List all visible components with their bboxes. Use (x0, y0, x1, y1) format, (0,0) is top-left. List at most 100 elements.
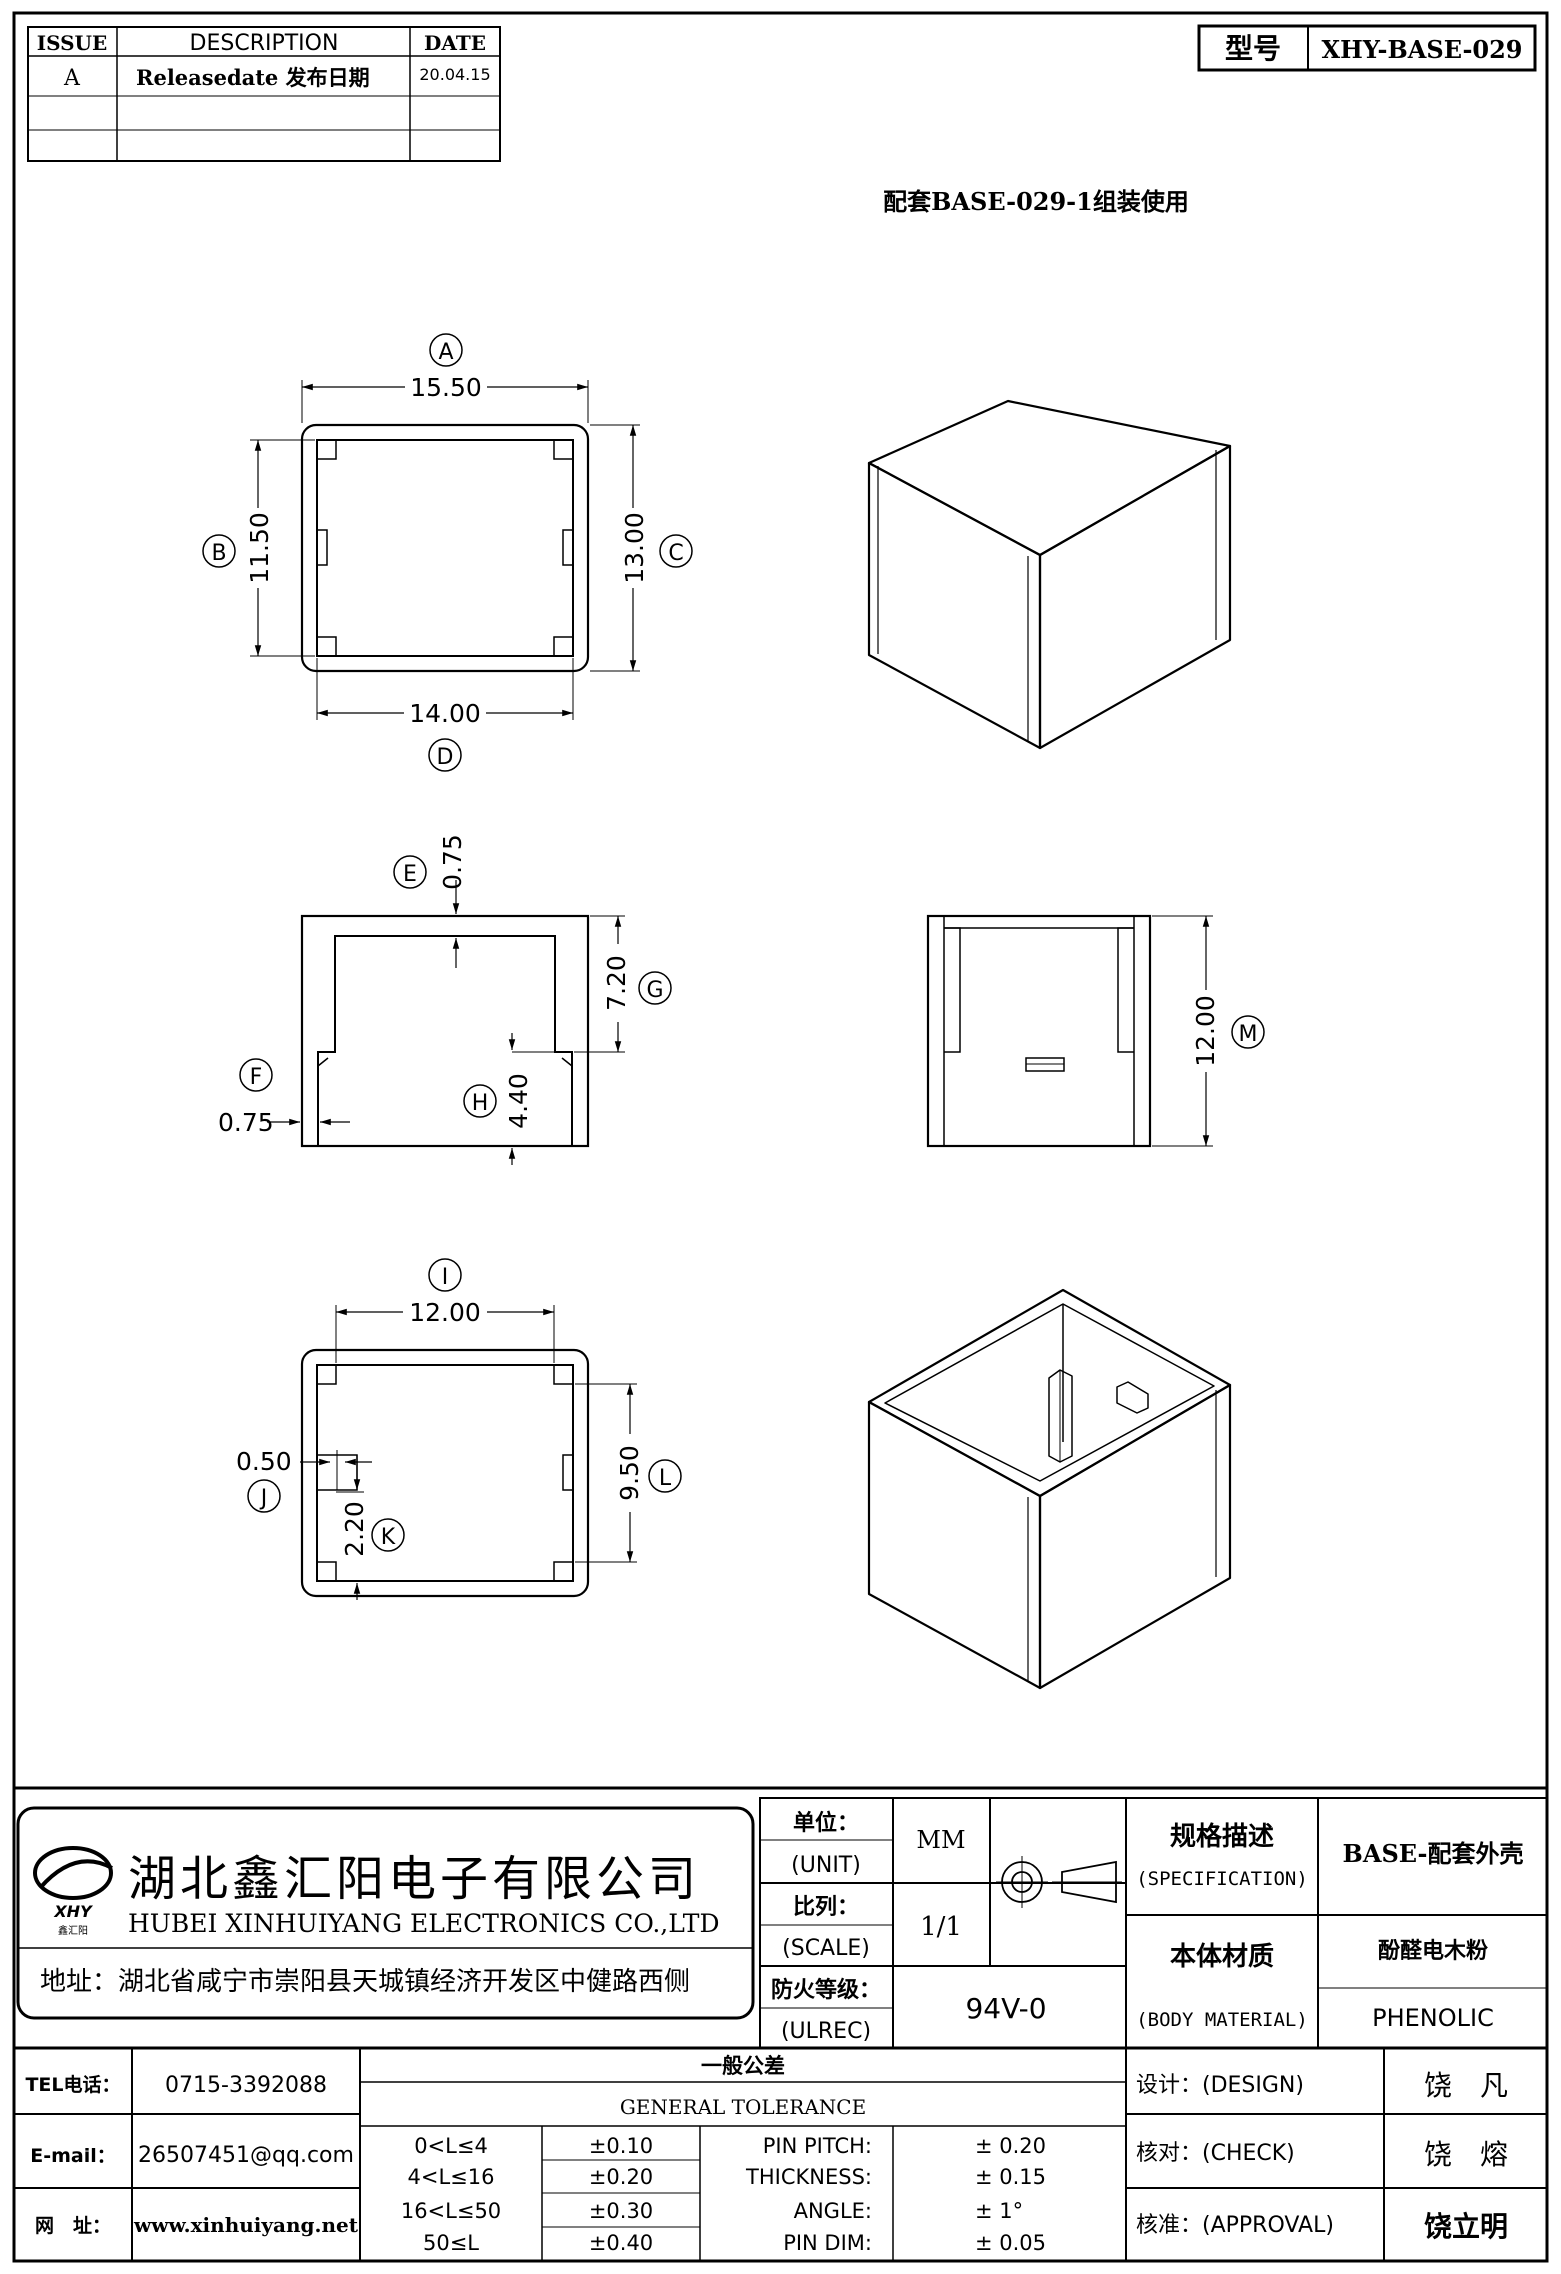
tol-range-row: 16<L≤50 (401, 2199, 501, 2223)
web-value: www.xinhuiyang.net (133, 2213, 359, 2237)
approval-name: 饶立明 (1424, 2210, 1508, 2243)
company-address: 地址：湖北省咸宁市崇阳县天城镇经济开发区中健路西侧 (40, 1967, 690, 1997)
balloon-j (247, 1479, 281, 1513)
balloon-e (393, 855, 427, 889)
email-label: E-mail： (30, 2145, 116, 2167)
svg-text:I: I (442, 1265, 449, 1290)
model-box: 型号 XHY-BASE-029 (1197, 24, 1537, 72)
tol-value-row: ±0.20 (589, 2165, 653, 2189)
tol-value-row: ±0.30 (589, 2199, 653, 2223)
isometric-view-closed (867, 399, 1232, 750)
dim-b-value: 11.50 (245, 512, 274, 584)
tol-range-row: 50≤L (423, 2231, 479, 2255)
svg-text:F: F (250, 1065, 263, 1090)
company-name-en: HUBEI XINHUIYANG ELECTRONICS CO.,LTD (128, 1909, 720, 1938)
tolerance-title-en: GENERAL TOLERANCE (620, 2095, 866, 2119)
company-logo: XHY 鑫汇阳 (33, 1846, 113, 1937)
material-value-cn: 酚醛电木粉 (1378, 1939, 1488, 1964)
sheet-border (12, 11, 1549, 2263)
date-header: DATE (424, 31, 486, 55)
dim-c-value: 13.00 (620, 512, 649, 584)
tol-value-row: ±0.40 (589, 2231, 653, 2255)
tol-spec-name: PIN PITCH: (763, 2134, 872, 2158)
tol-spec-value: ± 0.15 (975, 2165, 1046, 2189)
svg-text:B: B (211, 541, 226, 566)
svg-text:A: A (438, 340, 453, 365)
side-view: 12.00 M (926, 914, 1265, 1148)
ul-value: 94V-0 (965, 1992, 1046, 2025)
tol-spec-value: ± 0.20 (975, 2134, 1046, 2158)
balloon-d (428, 738, 462, 772)
tol-spec-name: PIN DIM: (783, 2231, 872, 2255)
check-label: 核对：(CHECK) (1136, 2141, 1295, 2166)
design-label: 设计：(DESIGN) (1136, 2073, 1304, 2098)
svg-text:K: K (381, 1525, 396, 1550)
unit-value: MM (916, 1826, 965, 1854)
tel-label: TEL电话： (25, 2073, 120, 2096)
model-label: 型号 (1225, 32, 1281, 65)
svg-text:J: J (259, 1486, 268, 1511)
tel-value: 0715-3392088 (165, 2073, 327, 2098)
dim-a-value: 15.50 (410, 373, 482, 402)
dim-k-value: 2.20 (340, 1501, 369, 1557)
svg-text:XHY: XHY (53, 1902, 93, 1921)
unit-label-cn: 单位： (793, 1810, 859, 1836)
tol-range-row: 0<L≤4 (414, 2134, 488, 2158)
tol-spec-name: THICKNESS: (745, 2165, 872, 2189)
signoff-block: 设计：(DESIGN) 饶 凡 核对：(CHECK) 饶 熔 核准：(APPRO… (1126, 2048, 1547, 2261)
balloon-i (428, 1258, 462, 1292)
unit-label-en: (UNIT) (791, 1853, 861, 1878)
check-name: 饶 熔 (1424, 2138, 1508, 2171)
scale-label-en: (SCALE) (782, 1936, 870, 1961)
tol-spec-value: ± 1° (975, 2199, 1023, 2223)
material-value-en: PHENOLIC (1372, 2004, 1494, 2032)
svg-text:H: H (472, 1091, 489, 1116)
dim-e-value: 0.75 (438, 834, 467, 890)
balloon-k (371, 1518, 405, 1552)
scale-value: 1/1 (920, 1912, 962, 1942)
date-value: 20.04.15 (419, 65, 490, 84)
material-label-en: (BODY MATERIAL) (1136, 2009, 1308, 2031)
tolerance-table: 一般公差 GENERAL TOLERANCE 0<L≤4 4<L≤16 16<L… (360, 2048, 1127, 2261)
contact-block: TEL电话： 0715-3392088 E-mail： 26507451@qq.… (14, 2048, 361, 2261)
tolerance-title-cn: 一般公差 (701, 2054, 785, 2078)
material-label-cn: 本体材质 (1170, 1942, 1274, 1972)
svg-text:G: G (646, 978, 663, 1003)
scale-label-cn: 比列： (793, 1895, 859, 1920)
balloon-c (659, 534, 693, 568)
assembly-note: 配套BASE-029-1组装使用 (883, 187, 1189, 216)
email-value: 26507451@qq.com (138, 2143, 354, 2168)
dim-h-value: 4.40 (504, 1073, 533, 1129)
svg-text:鑫汇阳: 鑫汇阳 (58, 1924, 88, 1937)
approval-label: 核准：(APPROVAL) (1136, 2213, 1334, 2238)
svg-text:L: L (659, 1466, 672, 1491)
spec-label-cn: 规格描述 (1170, 1821, 1274, 1852)
spec-material-block: 规格描述 (SPECIFICATION) BASE-配套外壳 本体材质 (BOD… (1125, 1797, 1548, 2049)
revision-table: ISSUE DESCRIPTION DATE A Releasedate 发布日… (27, 26, 501, 162)
top-view: 15.50 A 11.50 B 13.00 C 14.00 D (202, 333, 693, 772)
isometric-view-open (867, 1288, 1232, 1690)
dim-j-value: 0.50 (236, 1447, 292, 1476)
dim-l-value: 9.50 (615, 1445, 644, 1501)
balloon-a (429, 333, 463, 367)
balloon-h (463, 1084, 497, 1118)
ul-label-cn: 防火等级： (771, 1977, 881, 2003)
balloon-m (1231, 1015, 1265, 1049)
svg-text:E: E (403, 862, 417, 887)
issue-header: ISSUE (37, 31, 108, 55)
projection-symbol (996, 1856, 1122, 1908)
svg-text:D: D (437, 745, 454, 770)
tol-range-row: 4<L≤16 (408, 2165, 495, 2189)
description-header: DESCRIPTION (190, 31, 339, 56)
spec-value: BASE-配套外壳 (1343, 1839, 1524, 1868)
design-name: 饶 凡 (1424, 2069, 1508, 2102)
ul-label-en: (ULREC) (781, 2019, 871, 2044)
dim-i-value: 12.00 (409, 1298, 481, 1327)
balloon-l (648, 1459, 682, 1493)
dim-g-value: 7.20 (602, 955, 631, 1011)
model-number: XHY-BASE-029 (1321, 35, 1522, 64)
front-view: 0.75 E 0.75 F 7.20 G 4.40 H (218, 834, 672, 1165)
company-name-cn: 湖北鑫汇阳电子有限公司 (128, 1851, 700, 1907)
dim-f-value: 0.75 (218, 1108, 274, 1137)
